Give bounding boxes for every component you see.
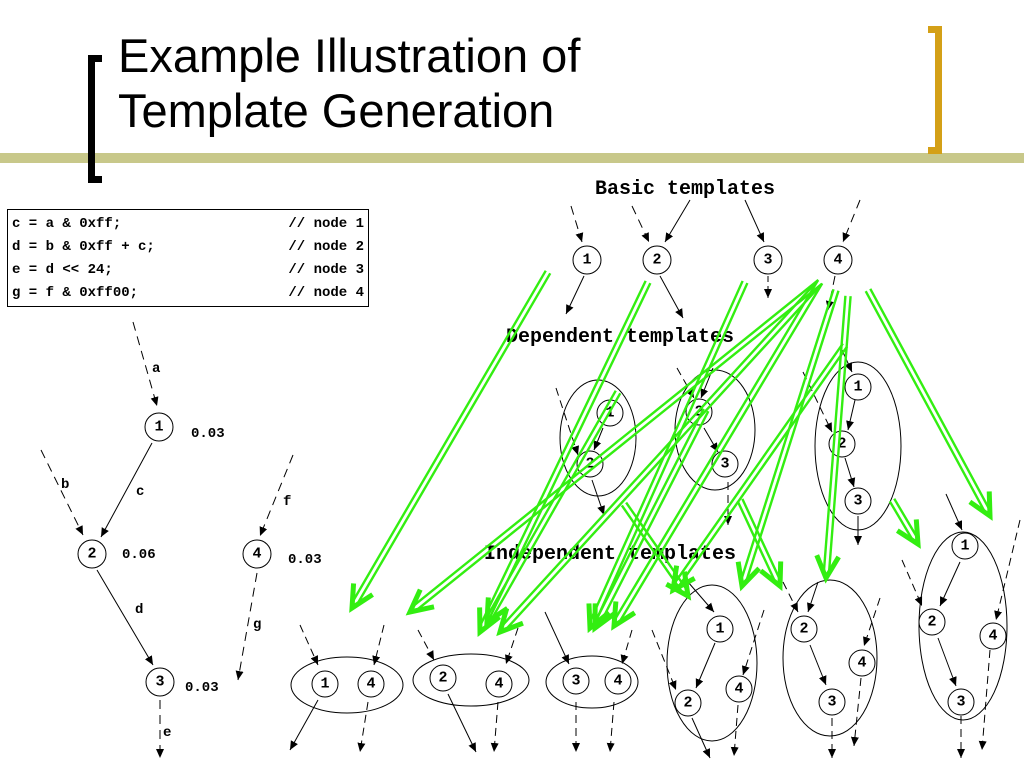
independent-template-1-2-3-4	[918, 531, 1008, 721]
independent-templates-header: Independent templates	[484, 543, 736, 566]
edge-label-g: g	[253, 617, 261, 633]
node-id: 4	[613, 673, 622, 690]
node-id: 4	[734, 681, 743, 698]
title-line-2: Template Generation	[118, 84, 555, 137]
edge-d	[96, 569, 154, 666]
edge-label-a: a	[152, 361, 161, 377]
node-id: 4	[366, 676, 375, 693]
node-id: 1	[715, 621, 724, 638]
node-id: 1	[154, 419, 163, 436]
node-id: 4	[857, 655, 866, 672]
dependent-templates-header: Dependent templates	[506, 326, 734, 349]
flow-arrow-1	[349, 270, 552, 613]
flow-arrow-7	[735, 288, 840, 592]
left-bracket-decoration	[88, 55, 102, 183]
node-id: 2	[683, 695, 692, 712]
node-id: 1	[582, 252, 591, 269]
code-line-2: d = b & 0xff + c; // node 2	[12, 236, 364, 259]
flow-arrow-4	[405, 279, 823, 616]
flow-arrow-5	[496, 279, 823, 637]
node-id: 4	[988, 628, 997, 645]
code-line-1: c = a & 0xff; // node 1	[12, 213, 364, 236]
flow-arrow-10	[484, 390, 622, 627]
edge-label-c: c	[136, 484, 144, 500]
basic-template-node-3: 3	[753, 245, 783, 275]
independent-template-3-4	[545, 655, 639, 709]
flow-arrow-6	[611, 280, 824, 631]
node-id: 3	[571, 673, 580, 690]
edge-label-f: f	[283, 494, 291, 510]
title-underline-bar	[0, 153, 1024, 163]
basic-template-node-2: 2	[642, 245, 672, 275]
title-line-1: Example Illustration of	[118, 29, 581, 82]
node-weight-4: 0.03	[288, 552, 322, 568]
basic-templates-header: Basic templates	[595, 178, 775, 201]
code-comment: // node 1	[288, 216, 364, 232]
node-id: 4	[833, 252, 842, 269]
code-stmt: e = d << 24;	[12, 262, 113, 278]
node-id: 1	[320, 676, 329, 693]
independent-template-2-3-4	[782, 579, 878, 737]
code-line-4: g = f & 0xff00; // node 4	[12, 282, 364, 305]
edge-label-e: e	[163, 725, 171, 741]
node-id: 3	[763, 252, 772, 269]
basic-templates: 1 2 3 4	[565, 199, 861, 319]
node-id: 2	[438, 670, 447, 687]
node-id: 4	[494, 676, 503, 693]
code-stmt: g = f & 0xff00;	[12, 285, 139, 301]
graph-node-3: 3	[145, 667, 175, 697]
edge-label-b: b	[61, 477, 69, 493]
graph-node-1: 1	[144, 412, 174, 442]
flow-arrow-11	[592, 408, 710, 633]
code-comment: // node 3	[288, 262, 364, 278]
code-listing: c = a & 0xff; // node 1 d = b & 0xff + c;…	[7, 209, 369, 307]
flow-arrow-9	[864, 288, 993, 521]
edge-b	[40, 449, 84, 536]
node-weight-2: 0.06	[122, 547, 156, 563]
flow-arrow-15	[888, 498, 921, 549]
independent-template-1-4	[290, 656, 404, 714]
code-comment: // node 2	[288, 239, 364, 255]
node-id: 2	[837, 436, 846, 453]
node-weight-3: 0.03	[185, 680, 219, 696]
node-id: 2	[87, 546, 96, 563]
template-flow-arrows	[349, 270, 993, 638]
flow-arrow-13	[620, 501, 692, 601]
node-id: 2	[927, 614, 936, 631]
node-id: 3	[853, 493, 862, 510]
node-id: 3	[956, 694, 965, 711]
node-id: 3	[155, 674, 164, 691]
node-id: 4	[252, 546, 261, 563]
node-id: 3	[720, 456, 729, 473]
edge-label-d: d	[135, 602, 143, 618]
node-id: 1	[960, 538, 969, 555]
dependent-templates: 1 2 2 3 1 2 3	[555, 349, 902, 545]
code-line-3: e = d << 24; // node 3	[12, 259, 364, 282]
node-id: 2	[799, 621, 808, 638]
basic-template-node-1: 1	[572, 245, 602, 275]
code-comment: // node 4	[288, 285, 364, 301]
code-stmt: d = b & 0xff + c;	[12, 239, 155, 255]
independent-template-1-2-4	[666, 584, 758, 742]
graph-node-2: 2	[77, 539, 107, 569]
node-id: 3	[827, 694, 836, 711]
basic-template-node-4: 4	[823, 245, 853, 275]
edge-g	[235, 572, 258, 681]
code-stmt: c = a & 0xff;	[12, 216, 122, 232]
dataflow-graph: a b c d e f g 1 0.03 2 0.06 3 0.03 4 0.0…	[40, 321, 322, 758]
slide-title: Example Illustration of Template Generat…	[118, 28, 580, 138]
independent-template-2-4	[412, 653, 530, 707]
graph-node-4: 4	[242, 539, 272, 569]
node-weight-1: 0.03	[191, 426, 225, 442]
node-id: 2	[652, 252, 661, 269]
independent-templates: 1 4 2 4 3 4 1 2 4	[289, 493, 1021, 759]
flow-arrow-14	[736, 498, 784, 592]
edge-c	[100, 442, 153, 538]
node-id: 1	[853, 379, 862, 396]
right-bracket-decoration	[928, 26, 942, 154]
flow-arrow-8	[814, 295, 852, 584]
